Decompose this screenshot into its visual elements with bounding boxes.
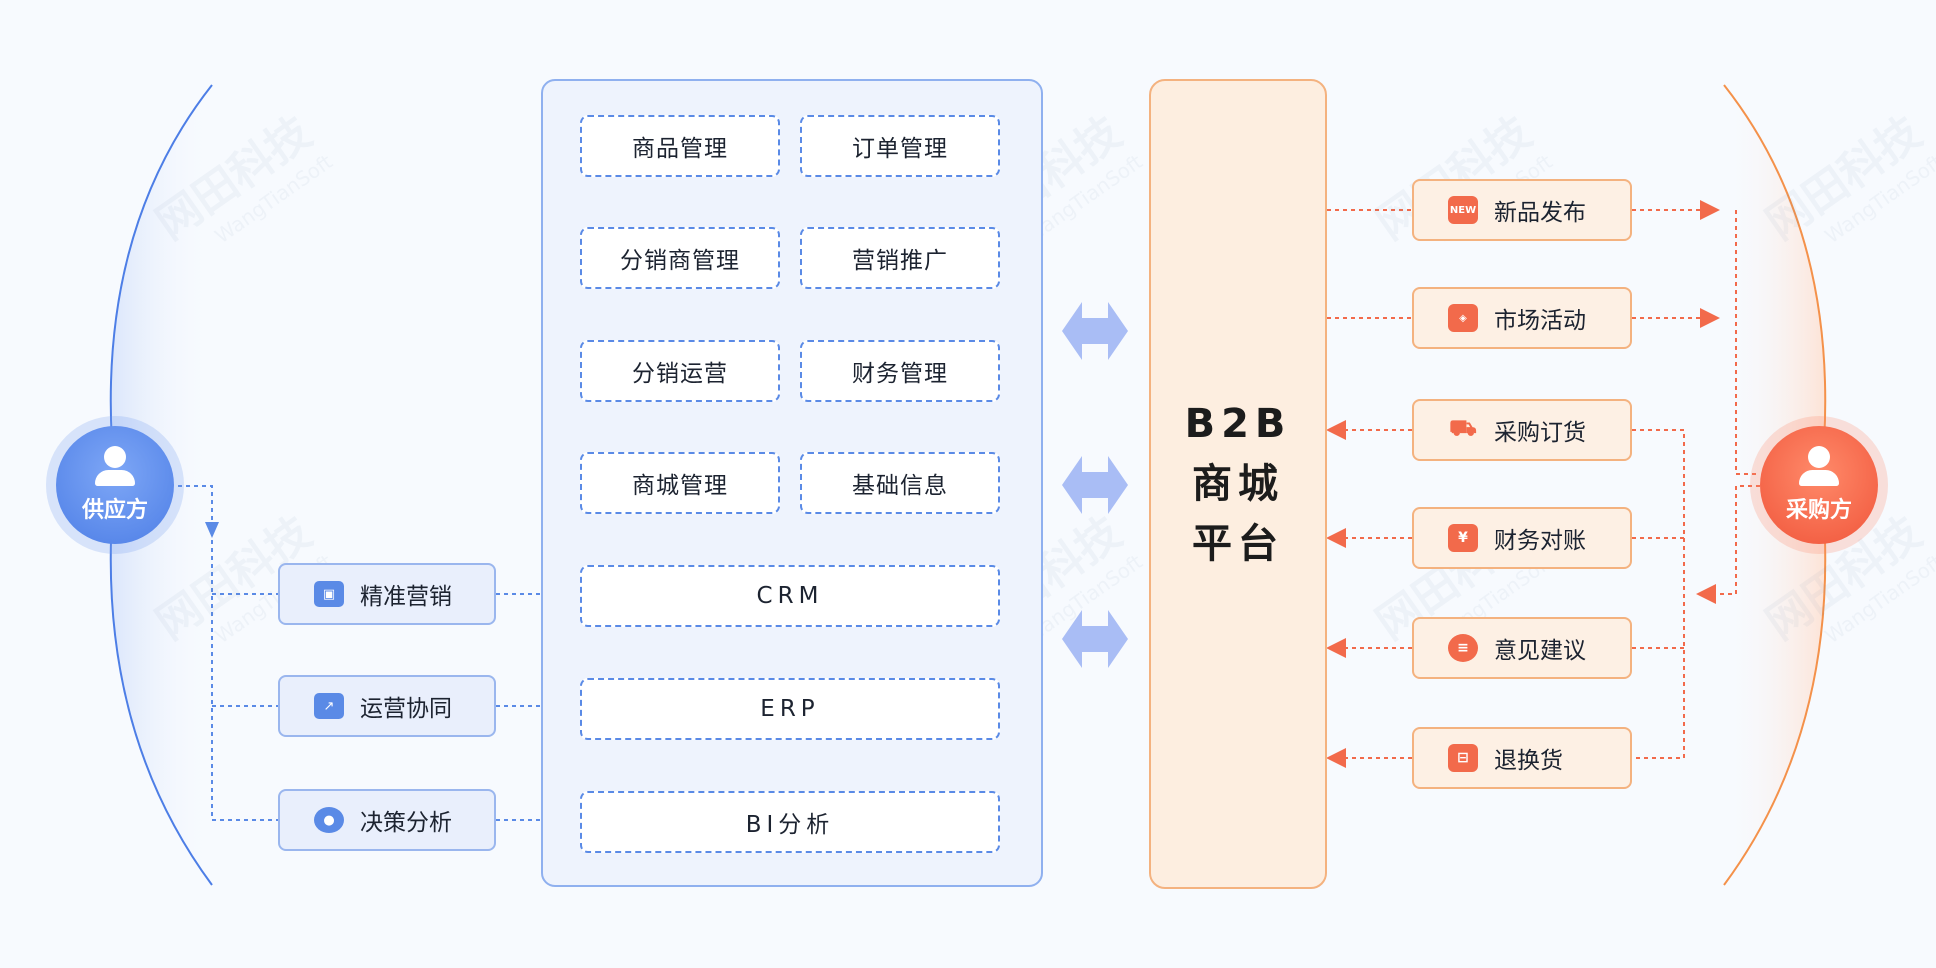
- module-label: 分销运营: [632, 361, 728, 387]
- new-badge-icon: NEW: [1448, 196, 1478, 224]
- feature-label: 意见建议: [1494, 638, 1586, 664]
- module-erp: ERP: [580, 678, 1000, 740]
- feature-returns: ⊟ 退换货: [1412, 727, 1632, 789]
- buyer-label: 采购方: [1785, 498, 1852, 523]
- feature-new-products: NEW 新品发布: [1412, 179, 1632, 241]
- shopping-bag-icon: ◈: [1448, 304, 1478, 332]
- tool-precision-marketing: ▣ 精准营销: [278, 563, 496, 625]
- trend-chart-icon: ↗: [314, 693, 344, 719]
- feature-label: 新品发布: [1494, 200, 1586, 226]
- supplier-label: 供应方: [81, 498, 148, 523]
- tool-label: 运营协同: [360, 696, 452, 722]
- feature-label: 退换货: [1494, 748, 1563, 774]
- module-label: 商城管理: [632, 473, 728, 499]
- feature-label: 财务对账: [1494, 528, 1586, 554]
- module-label: ERP: [760, 696, 820, 722]
- user-body-icon: [95, 470, 135, 486]
- platform-title: B2B商城平台: [1184, 401, 1292, 567]
- module-distributor-mgmt: 分销商管理: [580, 227, 780, 289]
- module-distribution-ops: 分销运营: [580, 340, 780, 402]
- module-order-mgmt: 订单管理: [800, 115, 1000, 177]
- box-icon: ⊟: [1448, 744, 1478, 772]
- module-mall-mgmt: 商城管理: [580, 452, 780, 514]
- module-label: CRM: [756, 583, 824, 609]
- module-crm: CRM: [580, 565, 1000, 627]
- module-label: 订单管理: [852, 136, 948, 162]
- tool-label: 决策分析: [360, 810, 452, 836]
- cluster-icon: ●: [314, 807, 344, 833]
- feature-label: 市场活动: [1494, 308, 1586, 334]
- module-finance: 财务管理: [800, 340, 1000, 402]
- feature-reconciliation: ¥ 财务对账: [1412, 507, 1632, 569]
- bidirectional-arrow-icon: [1062, 610, 1128, 668]
- feature-purchase-order: ⛟ 采购订货: [1412, 399, 1632, 461]
- finance-icon: ¥: [1448, 524, 1478, 552]
- module-label: 财务管理: [852, 361, 948, 387]
- billboard-icon: ▣: [314, 581, 344, 607]
- buyer-node: 采购方: [1760, 426, 1878, 544]
- module-basic-info: 基础信息: [800, 452, 1000, 514]
- user-icon: [104, 446, 126, 468]
- tool-label: 精准营销: [360, 584, 452, 610]
- feature-market-activity: ◈ 市场活动: [1412, 287, 1632, 349]
- message-icon: ≡: [1448, 634, 1478, 662]
- bidirectional-arrow-icon: [1062, 302, 1128, 360]
- bidirectional-arrow-icon: [1062, 456, 1128, 514]
- cart-icon: ⛟: [1449, 416, 1477, 441]
- module-label: BI分析: [745, 812, 835, 838]
- module-label: 营销推广: [852, 248, 948, 274]
- user-body-icon: [1799, 470, 1839, 486]
- user-icon: [1808, 446, 1830, 468]
- module-label: 基础信息: [852, 473, 948, 499]
- module-product-mgmt: 商品管理: [580, 115, 780, 177]
- feature-feedback: ≡ 意见建议: [1412, 617, 1632, 679]
- module-label: 分销商管理: [620, 248, 740, 274]
- tool-decision-analysis: ● 决策分析: [278, 789, 496, 851]
- tool-operations-collab: ↗ 运营协同: [278, 675, 496, 737]
- b2b-platform: B2B商城平台: [1149, 79, 1327, 889]
- module-marketing: 营销推广: [800, 227, 1000, 289]
- feature-label: 采购订货: [1494, 420, 1586, 446]
- supplier-node: 供应方: [56, 426, 174, 544]
- module-label: 商品管理: [632, 136, 728, 162]
- module-bi: BI分析: [580, 791, 1000, 853]
